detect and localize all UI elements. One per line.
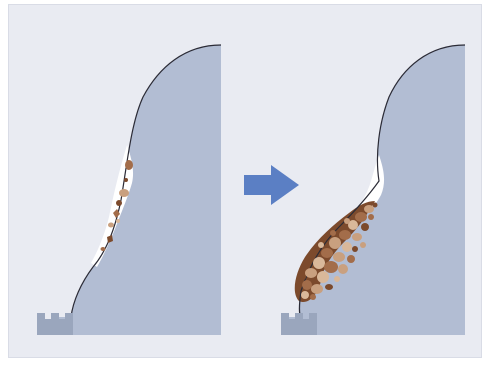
rock	[125, 160, 133, 170]
rock	[333, 252, 345, 262]
rock	[338, 264, 348, 274]
rock	[325, 284, 333, 290]
rock	[124, 178, 128, 182]
rock	[305, 268, 317, 278]
rock	[329, 237, 341, 249]
rock	[108, 223, 114, 228]
rock	[116, 200, 122, 206]
rock	[347, 255, 355, 263]
rock	[301, 291, 309, 299]
rock	[302, 280, 312, 290]
rock	[311, 284, 323, 294]
castle-before	[37, 313, 73, 335]
rock	[352, 246, 358, 252]
rock	[344, 218, 350, 224]
rock	[352, 233, 362, 241]
rock	[101, 247, 106, 251]
castle-after	[281, 313, 317, 335]
rock	[330, 230, 336, 236]
rock	[355, 212, 367, 222]
rock	[321, 248, 333, 258]
cliff-before	[55, 45, 221, 335]
rock	[368, 214, 374, 220]
rock	[116, 219, 120, 223]
panel-before	[37, 45, 221, 335]
rock	[334, 276, 340, 282]
rock	[361, 223, 369, 231]
diagram-canvas	[9, 5, 483, 359]
rock	[342, 242, 352, 252]
rock	[373, 203, 378, 208]
rock	[300, 274, 306, 280]
diagram-frame	[8, 4, 482, 358]
rock	[318, 242, 324, 248]
rock	[310, 294, 316, 300]
rock	[119, 189, 129, 197]
rock	[324, 261, 338, 273]
rock	[339, 230, 351, 240]
rock	[313, 257, 325, 269]
transition-arrow	[244, 165, 299, 205]
rock	[364, 205, 374, 213]
panel-after	[281, 45, 465, 335]
rock	[317, 271, 329, 283]
rock	[360, 242, 366, 248]
